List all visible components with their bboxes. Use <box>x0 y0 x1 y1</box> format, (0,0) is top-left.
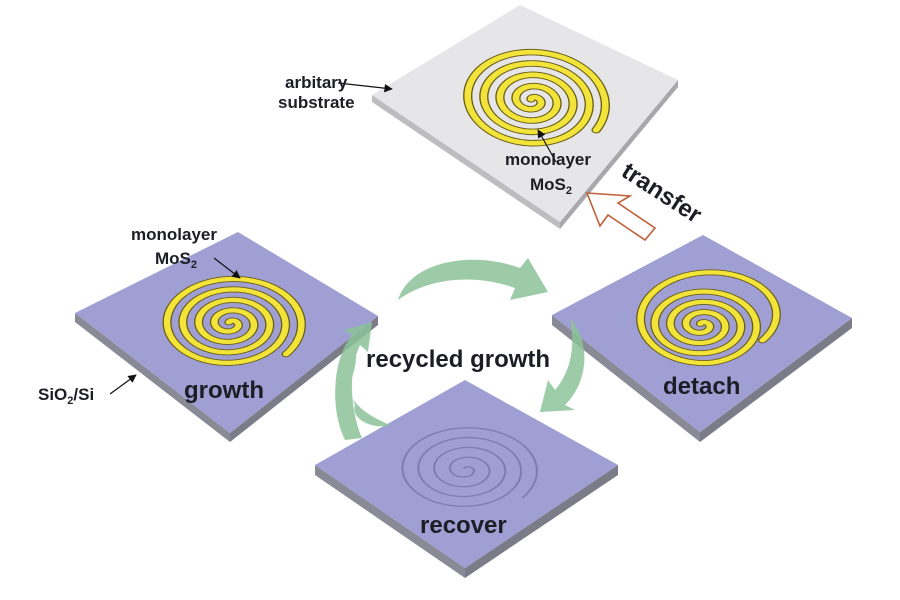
mos2-spiral-detaching <box>636 269 781 366</box>
pointer-arrow <box>337 82 393 93</box>
spiral-stroke <box>464 49 609 146</box>
cycle-arrow-right <box>540 318 585 412</box>
recover-substrate <box>315 380 618 578</box>
spiral-path-group <box>401 427 539 507</box>
spiral-stroke <box>401 427 539 507</box>
label-mos2-growth: MoS2 <box>155 249 197 271</box>
label-sio2-si: SiO2/Si <box>38 385 94 407</box>
label-detach: detach <box>663 373 740 400</box>
mos2-spiral <box>162 275 306 366</box>
label-arbitrary: arbitary <box>285 73 348 92</box>
spiral-path-group <box>463 48 610 147</box>
spiral-stroke <box>163 276 305 365</box>
spiral-path-group <box>162 275 306 366</box>
spiral-trace <box>401 427 539 507</box>
label-substrate: substrate <box>278 93 355 112</box>
spiral-stroke <box>637 270 780 366</box>
detach-substrate <box>552 235 852 442</box>
mos2-spiral <box>463 48 610 147</box>
label-monolayer-growth: monolayer <box>131 225 217 244</box>
spiral-path-group <box>636 269 781 366</box>
cycle-arrow-left <box>335 322 372 440</box>
label-growth: growth <box>184 377 264 404</box>
label-mos2-top: MoS2 <box>530 175 572 197</box>
growth-substrate <box>75 232 378 442</box>
arbitrary-substrate <box>372 5 678 229</box>
label-monolayer-top: monolayer <box>505 150 591 169</box>
pointer-arrow <box>537 129 557 163</box>
cycle-arrows <box>335 258 585 440</box>
pointer-arrow <box>213 257 241 279</box>
cycle-arrow-top <box>398 258 548 300</box>
label-recover: recover <box>420 512 507 539</box>
label-recycled-growth: recycled growth <box>366 346 550 373</box>
pointer-arrow <box>109 374 137 395</box>
transfer-arrow <box>585 192 657 242</box>
